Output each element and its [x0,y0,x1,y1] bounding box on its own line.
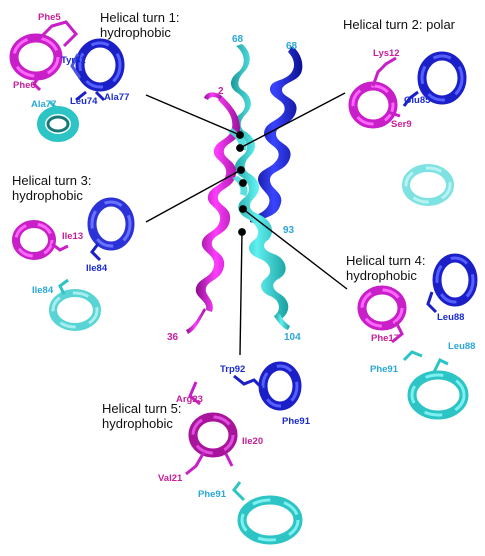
turn3-title-line2: hydrophobic [12,188,83,203]
residue-label: Phe91 [198,489,227,500]
residue-label: Ser9 [391,119,412,130]
turn4-title: Helical turn 4: hydrophobic [346,253,425,283]
residue-label: Glu85 [404,95,431,106]
residue-label: Phe91 [370,364,399,375]
turn5-structure [185,361,303,545]
turn2-title-line1: Helical turn 2: polar [343,17,455,32]
turn4-structure [357,253,478,420]
residue-number: 68 [232,34,244,45]
cyan-front-strands [228,128,248,196]
residue-number: 68 [286,41,298,52]
magenta-helix [186,92,240,334]
turn5-title-line2: hydrophobic [102,416,173,431]
turn1-title: Helical turn 1: hydrophobic [100,10,179,40]
turn5-title-line1: Helical turn 5: [102,401,182,416]
residue-label: Phe6 [13,80,36,91]
residue-label: Ile20 [242,436,263,447]
residue-label: Ile84 [86,263,108,274]
residue-label: Ile84 [32,285,54,296]
residue-label: Tyr81 [61,55,86,66]
turn4-title-line2: hydrophobic [346,268,417,283]
residue-label: Phe17 [371,333,399,344]
blue-helix [250,46,303,224]
residue-label: Phe5 [38,12,61,23]
residue-label: Arg23 [176,394,203,405]
turn1-title-line1: Helical turn 1: [100,10,180,25]
turn3-title-line1: Helical turn 3: [12,173,92,188]
residue-label: Leu88 [448,341,475,352]
residue-label: Trp92 [220,364,245,375]
turn2-title: Helical turn 2: polar [343,17,455,32]
turn2-structure [348,51,467,206]
residue-label: Ala77 [104,92,129,103]
residue-number: 104 [284,332,301,343]
residue-label: Lys12 [373,48,400,59]
residue-number: 93 [283,225,295,236]
turn1-title-line2: hydrophobic [100,25,171,40]
residue-label: Phe91 [282,416,311,427]
turn3-title: Helical turn 3: hydrophobic [12,173,91,203]
residue-label: Val21 [158,473,183,484]
residue-label: Leu88 [437,312,464,323]
cyan-helix [230,44,290,330]
callout-lines [145,92,348,356]
turn1-structure [9,20,125,142]
residue-number: 2 [218,86,224,97]
turn4-title-line1: Helical turn 4: [346,253,426,268]
turn5-title: Helical turn 5: hydrophobic [102,401,181,431]
turn3-structure [12,197,135,331]
residue-number: 36 [167,332,179,343]
residue-label: Ile13 [62,231,83,242]
residue-label: Leu74 [70,96,98,107]
residue-label: Ala77 [31,99,56,110]
